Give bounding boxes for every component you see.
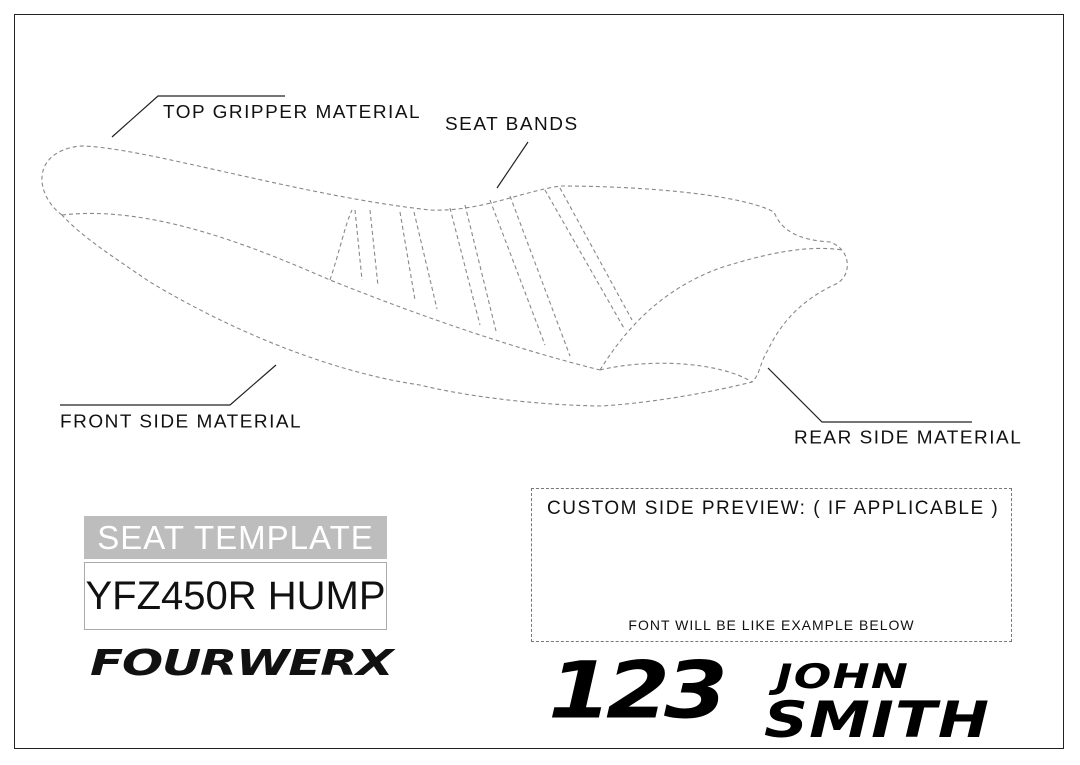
- rear-side-leader: [767, 367, 972, 423]
- page-frame: [14, 14, 1064, 749]
- seat-band: [369, 209, 379, 287]
- seat-band: [399, 211, 416, 301]
- seat-band: [449, 207, 481, 326]
- front-side-boundary: [61, 212, 601, 371]
- example-first-name: JOHN: [776, 657, 910, 697]
- label-top-gripper: TOP GRIPPER MATERIAL: [163, 102, 422, 123]
- seat-band: [354, 209, 363, 281]
- rear-side-boundary: [599, 247, 843, 371]
- rear-bottom-curve: [599, 362, 753, 383]
- seat-band: [509, 195, 571, 357]
- seat-band: [489, 199, 546, 346]
- seat-band: [559, 187, 633, 321]
- custom-side-preview-box: CUSTOM SIDE PREVIEW: ( IF APPLICABLE ) F…: [531, 488, 1012, 642]
- label-seat-bands: SEAT BANDS: [445, 114, 579, 135]
- label-rear-side: REAR SIDE MATERIAL: [794, 428, 1023, 449]
- seat-band: [544, 189, 626, 331]
- top-gripper-leader: [111, 95, 285, 138]
- seat-bands-leader: [496, 141, 529, 189]
- label-front-side: FRONT SIDE MATERIAL: [60, 412, 303, 433]
- preview-note: FONT WILL BE LIKE EXAMPLE BELOW: [628, 617, 915, 633]
- gripper-boundary: [329, 209, 353, 281]
- template-title: SEAT TEMPLATE: [84, 516, 387, 559]
- brand-logo: FOURWERX: [90, 643, 394, 684]
- example-last-name: SMITH: [764, 691, 991, 749]
- seat-outline: [41, 145, 848, 407]
- seat-band: [464, 204, 497, 332]
- example-number: 123: [548, 645, 728, 737]
- front-side-leader: [60, 364, 277, 406]
- seat-band: [413, 211, 438, 310]
- preview-title: CUSTOM SIDE PREVIEW: ( IF APPLICABLE ): [547, 498, 1000, 519]
- template-model: YFZ450R HUMP: [84, 562, 387, 630]
